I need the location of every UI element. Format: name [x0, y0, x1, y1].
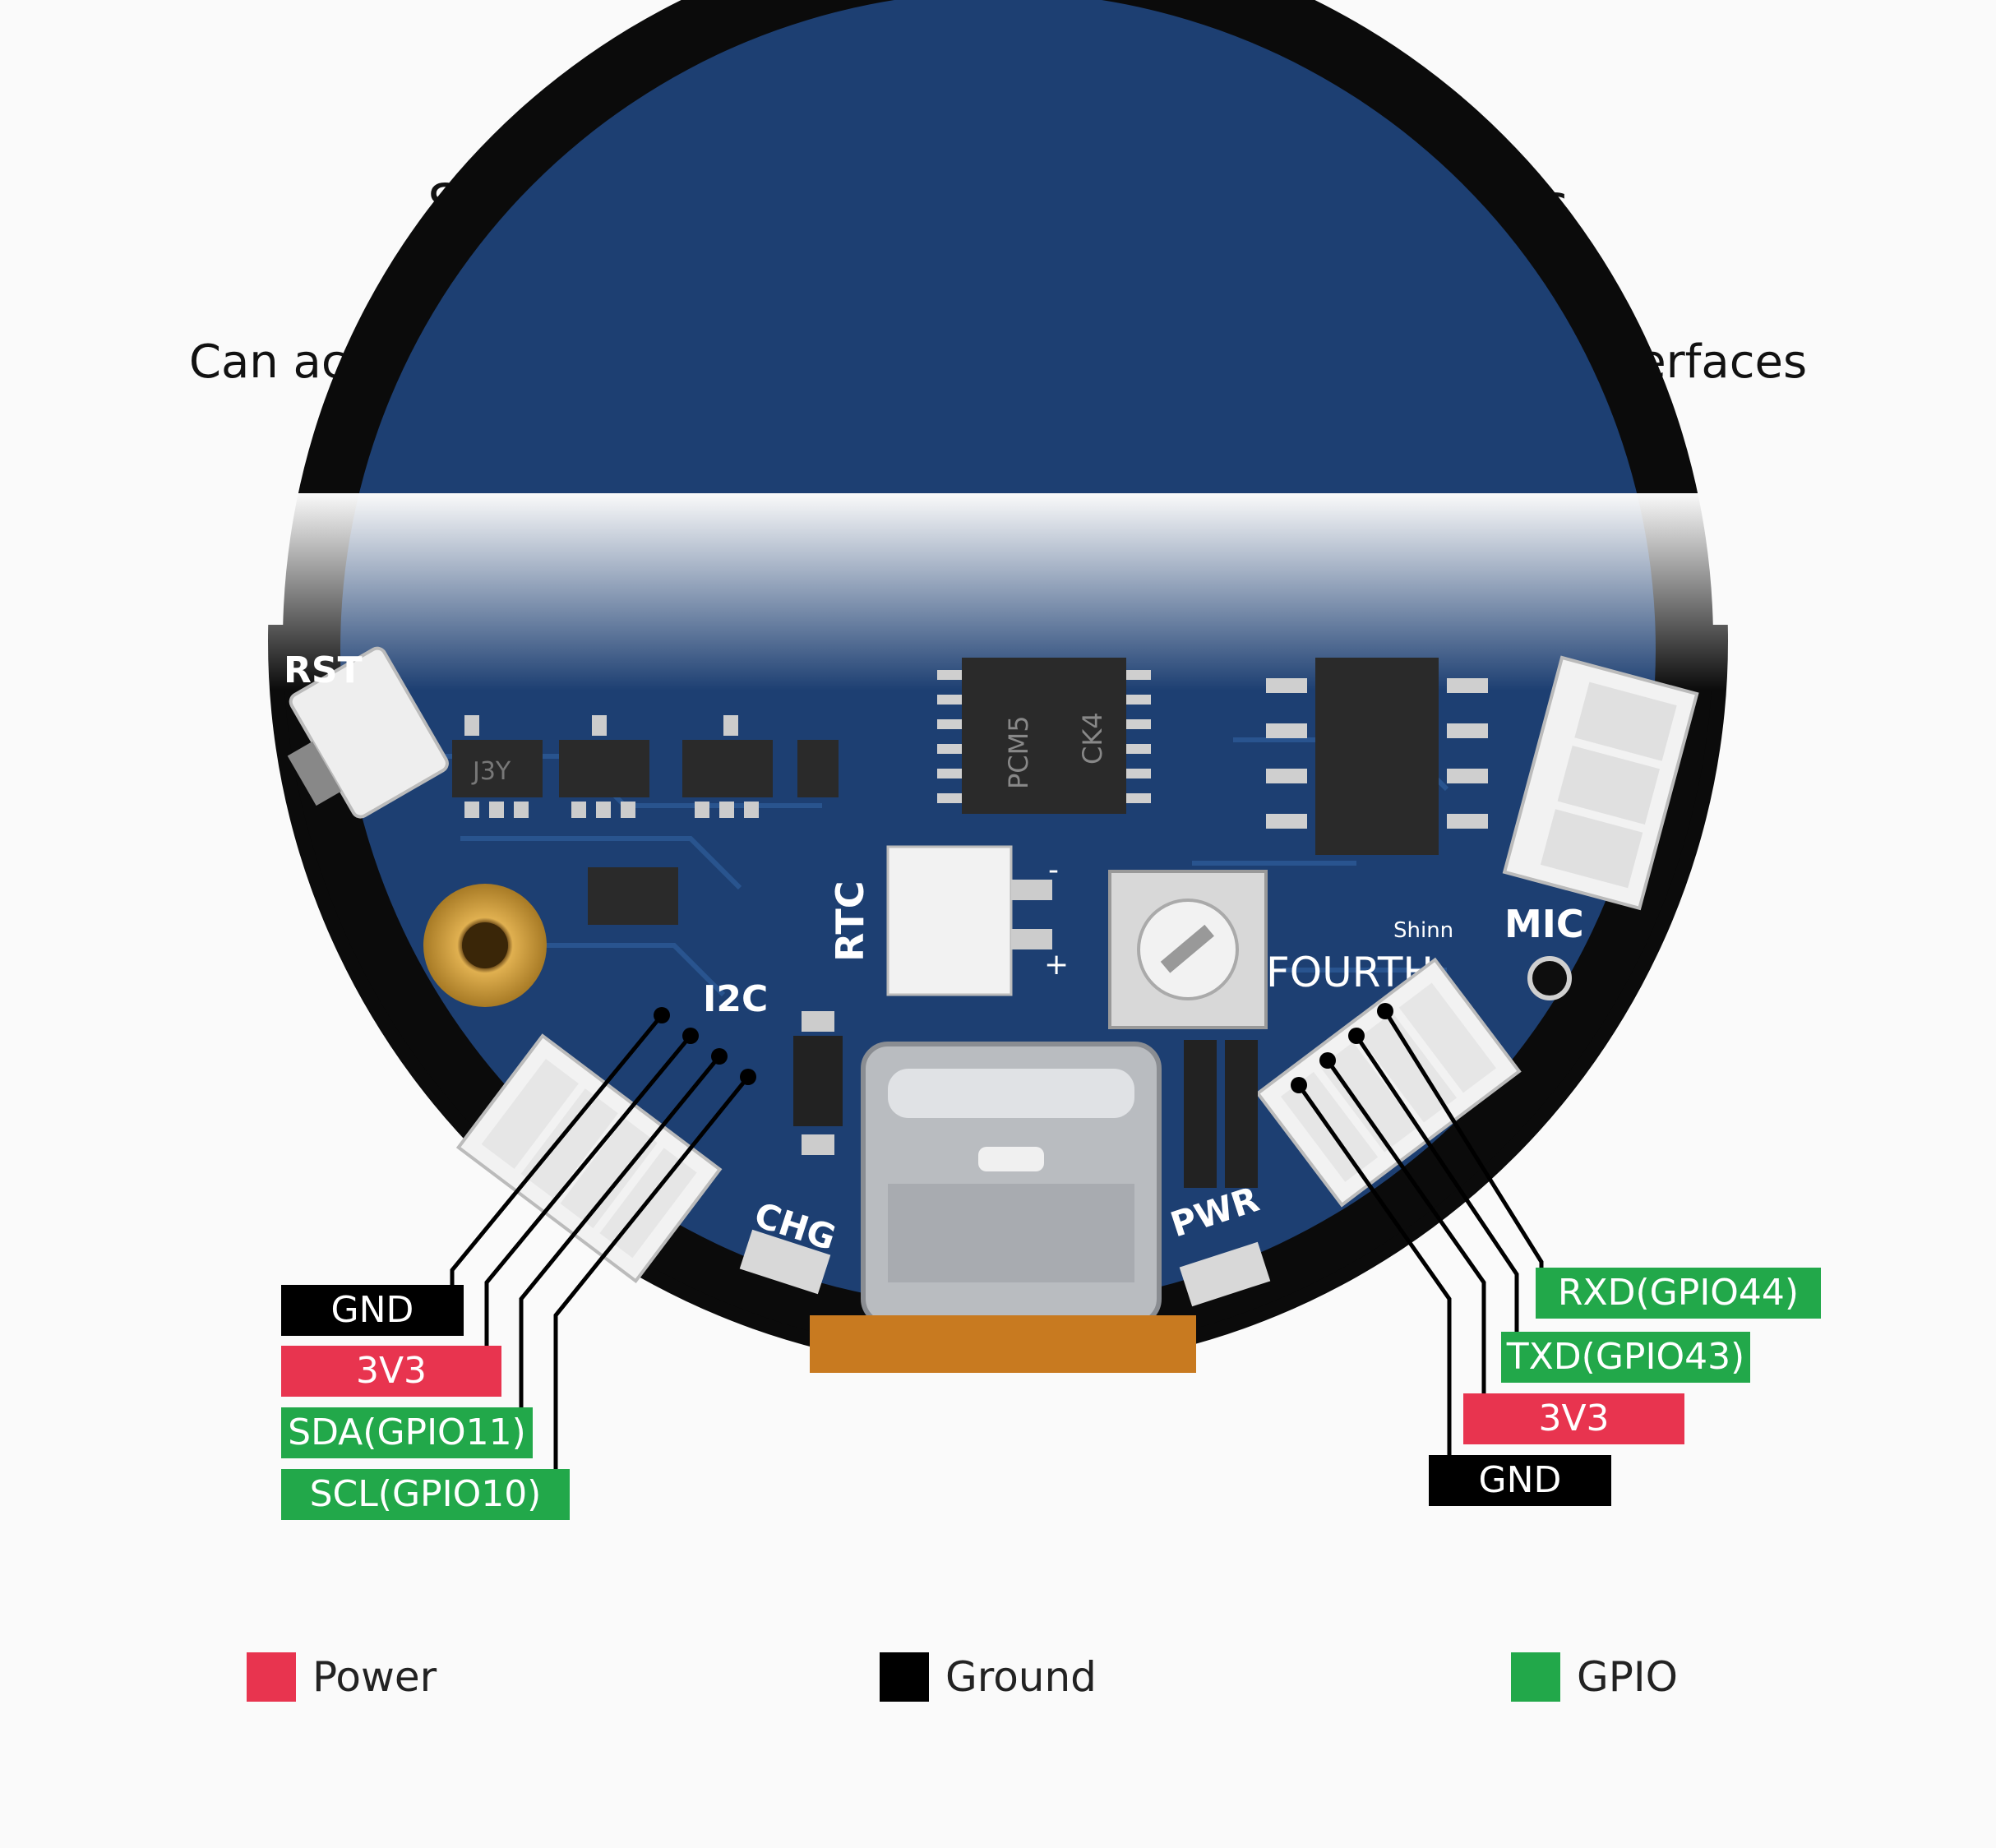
svg-text:+: + — [1044, 948, 1069, 982]
mic-label: MIC — [1504, 902, 1584, 946]
gpio-swatch — [1511, 1652, 1560, 1702]
uart-pin-txd: TXD(GPIO43) — [1501, 1332, 1750, 1383]
rtc-label: RTC — [828, 881, 872, 963]
rst-button — [287, 646, 449, 819]
i2c-pin-3v3: 3V3 — [281, 1346, 501, 1397]
i2c-label: I2C — [703, 978, 768, 1020]
pwr-led — [1179, 1241, 1271, 1307]
legend-ground: Ground — [880, 1652, 1097, 1702]
uart-pin-3v3: 3V3 — [1463, 1393, 1684, 1444]
ground-swatch — [880, 1652, 929, 1702]
i2c-pin-sda: SDA(GPIO11) — [281, 1407, 533, 1458]
pin-header — [1184, 1040, 1258, 1188]
i2c-pin-gnd: GND — [281, 1285, 464, 1336]
shinn-label: Shinn — [1393, 918, 1453, 943]
diode — [793, 1036, 843, 1126]
legend-power-label: Power — [312, 1653, 437, 1701]
flex-cable — [810, 1315, 1196, 1373]
mic-hole — [1527, 956, 1572, 1000]
uart-pin-gnd: GND — [1429, 1455, 1611, 1506]
i2c-leader-lines — [450, 1014, 750, 1469]
legend-power: Power — [247, 1652, 437, 1702]
chip2-label: PCM5 — [1003, 715, 1034, 789]
chip3-label: CK4 — [1077, 712, 1108, 765]
right-ic — [1266, 658, 1488, 855]
uart-pin-rxd: RXD(GPIO44) — [1536, 1268, 1821, 1319]
legend-ground-label: Ground — [945, 1653, 1097, 1701]
i2c-pin-scl: SCL(GPIO10) — [281, 1469, 570, 1520]
rst-label: RST — [284, 649, 363, 691]
rotary-switch — [1108, 870, 1268, 1029]
uart-leader-lines — [1296, 1009, 1544, 1455]
legend-gpio: GPIO — [1511, 1652, 1678, 1702]
legend-gpio-label: GPIO — [1577, 1653, 1678, 1701]
right-connector — [1502, 655, 1699, 911]
chip1-label: J3Y — [471, 757, 511, 786]
chg-led — [739, 1229, 831, 1295]
svg-text:-: - — [1048, 853, 1059, 887]
audio-ic: PCM5 CK4 — [937, 658, 1151, 814]
usb-c-port — [861, 1042, 1162, 1326]
rtc-connector — [886, 845, 1013, 996]
power-swatch — [247, 1652, 296, 1702]
chip-row: J3Y — [452, 715, 839, 925]
